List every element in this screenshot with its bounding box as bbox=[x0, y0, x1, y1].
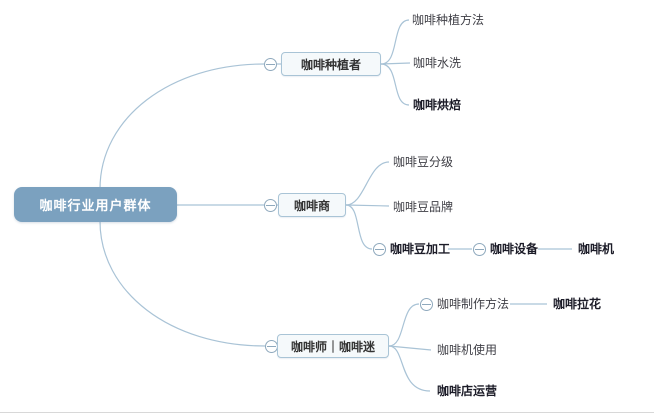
leaf-node-machine-usage[interactable]: 咖啡机使用 bbox=[437, 343, 498, 357]
branch-node-label: 咖啡师｜咖啡迷 bbox=[290, 339, 375, 354]
root-node-coffee-user-groups[interactable]: 咖啡行业用户群体 bbox=[14, 187, 177, 222]
collapse-handle-merchant[interactable] bbox=[264, 199, 277, 212]
branch-node-label: 咖啡种植者 bbox=[300, 57, 361, 72]
branch-node-barista-fan[interactable]: 咖啡师｜咖啡迷 bbox=[277, 334, 389, 358]
connector-growers-washing bbox=[380, 62, 411, 65]
minus-icon bbox=[267, 346, 276, 347]
connector-barista-making bbox=[388, 303, 420, 347]
collapse-handle-equipment[interactable] bbox=[473, 243, 486, 256]
branch-node-coffee-merchant[interactable]: 咖啡商 bbox=[278, 193, 346, 217]
branch-node-label: 咖啡商 bbox=[293, 198, 330, 213]
minus-icon bbox=[375, 249, 384, 250]
leaf-node-latte-art[interactable]: 咖啡拉花 bbox=[553, 297, 602, 311]
leaf-node-roasting[interactable]: 咖啡烘焙 bbox=[413, 98, 462, 112]
connector-barista-shopops bbox=[388, 345, 431, 392]
collapse-handle-growers[interactable] bbox=[264, 58, 277, 71]
connector-merchant-grading bbox=[345, 161, 390, 206]
collapse-handle-making-method[interactable] bbox=[420, 298, 433, 311]
connector-barista-machineuse bbox=[388, 345, 432, 351]
connector-merchant-processing bbox=[345, 204, 373, 250]
connector-merchant-brand bbox=[345, 204, 390, 207]
leaf-node-making-method[interactable]: 咖啡制作方法 bbox=[437, 297, 510, 311]
connector-root-barista bbox=[99, 220, 266, 347]
leaf-node-bean-grading[interactable]: 咖啡豆分级 bbox=[393, 155, 454, 169]
leaf-node-bean-processing[interactable]: 咖啡豆加工 bbox=[390, 242, 451, 256]
minus-icon bbox=[422, 304, 431, 305]
minus-icon bbox=[266, 205, 275, 206]
minus-icon bbox=[475, 249, 484, 250]
leaf-node-bean-brand[interactable]: 咖啡豆品牌 bbox=[393, 200, 454, 214]
root-node-label: 咖啡行业用户群体 bbox=[39, 198, 152, 213]
collapse-handle-bean-processing[interactable] bbox=[373, 243, 386, 256]
leaf-node-equipment[interactable]: 咖啡设备 bbox=[490, 242, 539, 256]
connector-growers-planting bbox=[380, 19, 410, 65]
minus-icon bbox=[266, 64, 275, 65]
leaf-node-washing[interactable]: 咖啡水洗 bbox=[413, 56, 462, 70]
connector-growers-roasting bbox=[380, 63, 410, 106]
connector-root-growers bbox=[99, 63, 265, 190]
leaf-node-coffee-machine[interactable]: 咖啡机 bbox=[578, 242, 615, 256]
leaf-node-planting-method[interactable]: 咖啡种植方法 bbox=[412, 13, 485, 27]
leaf-node-shop-operation[interactable]: 咖啡店运营 bbox=[437, 384, 498, 398]
branch-node-coffee-growers[interactable]: 咖啡种植者 bbox=[281, 52, 381, 76]
